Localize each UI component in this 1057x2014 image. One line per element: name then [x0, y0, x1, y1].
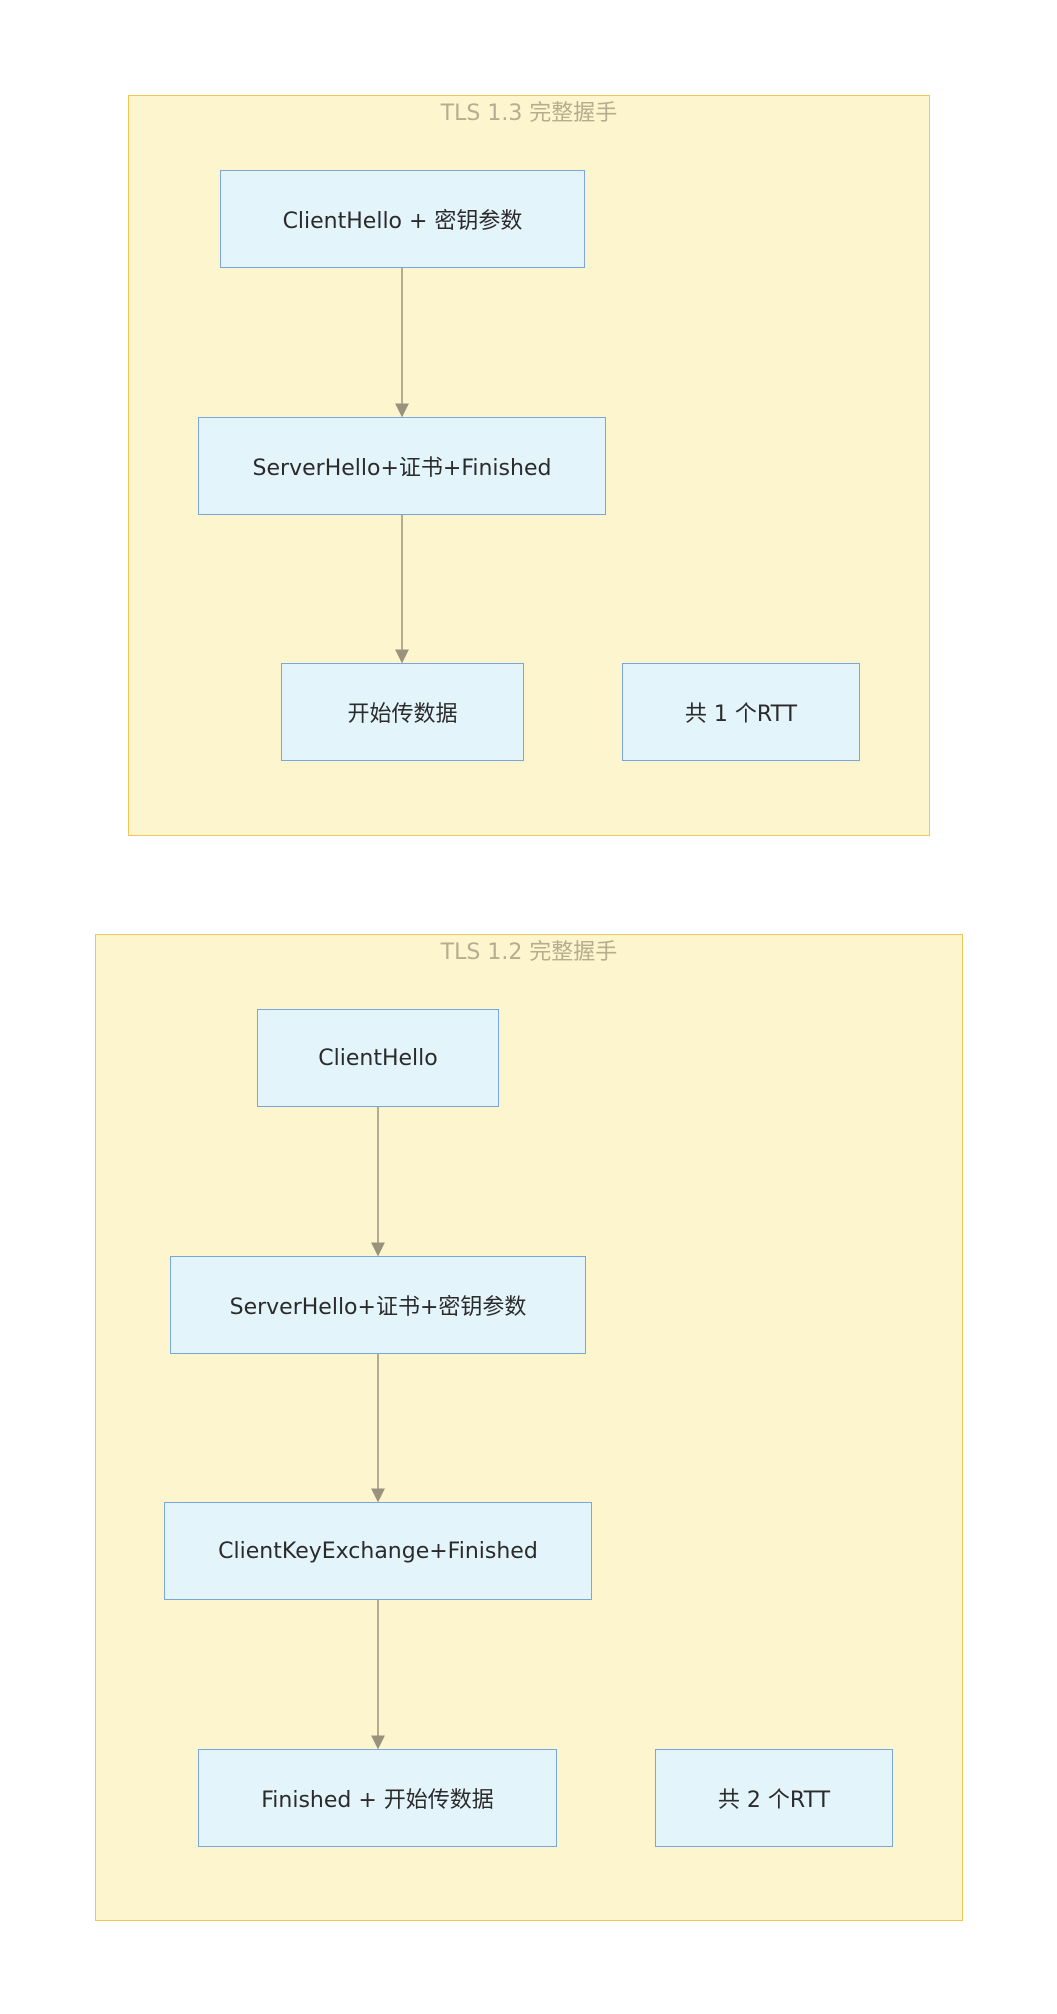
tls12-cluster-title: TLS 1.2 完整握手: [440, 940, 618, 965]
tls13-cluster-title: TLS 1.3 完整握手: [440, 101, 618, 126]
tls13-client-hello-node: ClientHello + 密钥参数: [220, 170, 585, 268]
tls13-start-data-node: 开始传数据: [281, 663, 524, 761]
tls13-server-hello-node: ServerHello+证书+Finished: [198, 417, 606, 515]
tls12-server-hello-node: ServerHello+证书+密钥参数: [170, 1256, 586, 1354]
tls12-client-hello-node: ClientHello: [257, 1009, 499, 1107]
tls13-rtt-node: 共 1 个RTT: [622, 663, 860, 761]
tls12-finished-start-data-node: Finished + 开始传数据: [198, 1749, 557, 1847]
tls12-client-key-exchange-node: ClientKeyExchange+Finished: [164, 1502, 592, 1600]
tls12-rtt-node: 共 2 个RTT: [655, 1749, 893, 1847]
